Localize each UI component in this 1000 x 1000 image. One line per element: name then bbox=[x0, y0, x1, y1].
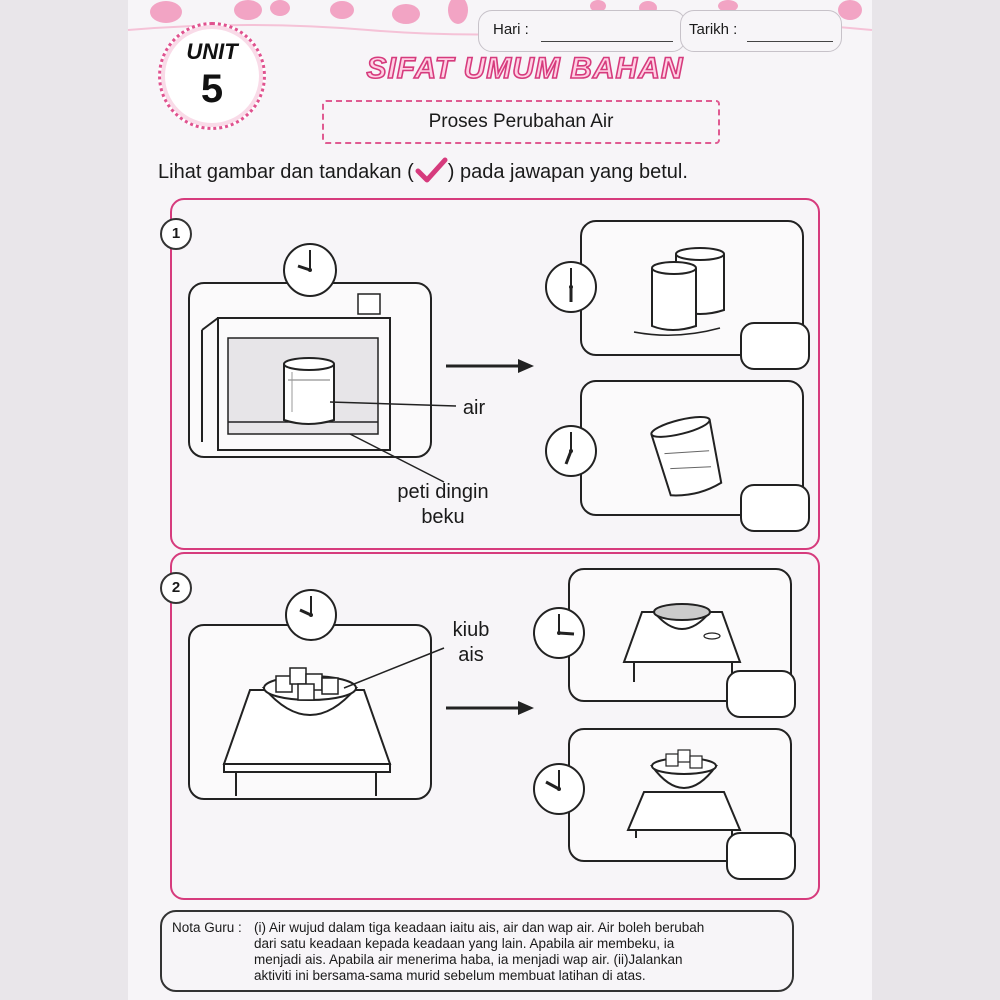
unit-badge: UNIT 5 bbox=[158, 22, 266, 130]
melted-bowl-icon bbox=[622, 603, 742, 682]
unit-number: 5 bbox=[200, 67, 224, 111]
date-line bbox=[747, 41, 833, 42]
freezer-label-1: peti dingin bbox=[397, 481, 489, 503]
date-field[interactable]: Tarikh : bbox=[680, 10, 842, 52]
instruction-after: ) pada jawapan yang betul. bbox=[447, 161, 688, 183]
teacher-note-line-2: dari satu keadaan kepada keadaan yang la… bbox=[254, 936, 675, 951]
q2-answer-box-a[interactable] bbox=[726, 670, 796, 718]
subtitle: Proses Perubahan Air bbox=[322, 100, 720, 144]
ice-bowl-icon bbox=[222, 667, 392, 796]
instruction-before: Lihat gambar dan tandakan ( bbox=[158, 161, 414, 183]
day-field[interactable]: Hari : bbox=[478, 10, 686, 52]
question-1-number: 1 bbox=[160, 218, 192, 250]
unit-word: UNIT bbox=[186, 39, 238, 64]
teacher-note-line-3: menjadi ais. Apabila air menerima haba, … bbox=[254, 952, 683, 967]
frozen-container-icon bbox=[650, 415, 723, 497]
q1-answer-box-b[interactable] bbox=[740, 484, 810, 532]
ice-bowl-small-icon bbox=[626, 749, 742, 838]
q1-answer-box-a[interactable] bbox=[740, 322, 810, 370]
background-right bbox=[872, 0, 1000, 1000]
page-title: SIFAT UMUM BAHAN bbox=[366, 51, 684, 86]
day-line bbox=[541, 41, 673, 42]
ice-label-2: ais bbox=[458, 644, 484, 666]
question-2-box bbox=[170, 552, 820, 900]
question-2-number: 2 bbox=[160, 572, 192, 604]
arrow-right-icon bbox=[446, 701, 534, 715]
question-1-box bbox=[170, 198, 820, 550]
label-lines bbox=[329, 401, 457, 483]
instruction: Lihat gambar dan tandakan ( ) pada jawapa… bbox=[158, 157, 858, 184]
arrow-right-icon bbox=[446, 359, 534, 373]
label-line bbox=[343, 647, 445, 689]
teacher-note-line-1: (i) Air wujud dalam tiga keadaan iaitu a… bbox=[254, 920, 705, 935]
freezer-icon bbox=[201, 293, 391, 451]
teacher-note-line-4: aktiviti ini bersama-sama murid sebelum … bbox=[254, 968, 646, 983]
clock-icon bbox=[285, 589, 337, 641]
freezer-label-2: beku bbox=[421, 506, 465, 528]
q2-answer-box-b[interactable] bbox=[726, 832, 796, 880]
water-label: air bbox=[462, 397, 486, 419]
checkmark-icon bbox=[415, 157, 448, 183]
ice-label-1: kiub bbox=[452, 619, 490, 641]
clock-icon bbox=[545, 425, 597, 477]
clock-icon bbox=[533, 763, 585, 815]
clock-icon bbox=[533, 607, 585, 659]
background-left bbox=[0, 0, 128, 1000]
day-label: Hari : bbox=[493, 21, 529, 38]
melted-containers-icon bbox=[633, 247, 725, 336]
date-label: Tarikh : bbox=[689, 21, 738, 38]
teacher-note: Nota Guru : (i) Air wujud dalam tiga kea… bbox=[160, 910, 794, 992]
teacher-note-label: Nota Guru : bbox=[172, 920, 242, 935]
clock-icon bbox=[545, 261, 597, 313]
clock-icon bbox=[283, 243, 337, 297]
